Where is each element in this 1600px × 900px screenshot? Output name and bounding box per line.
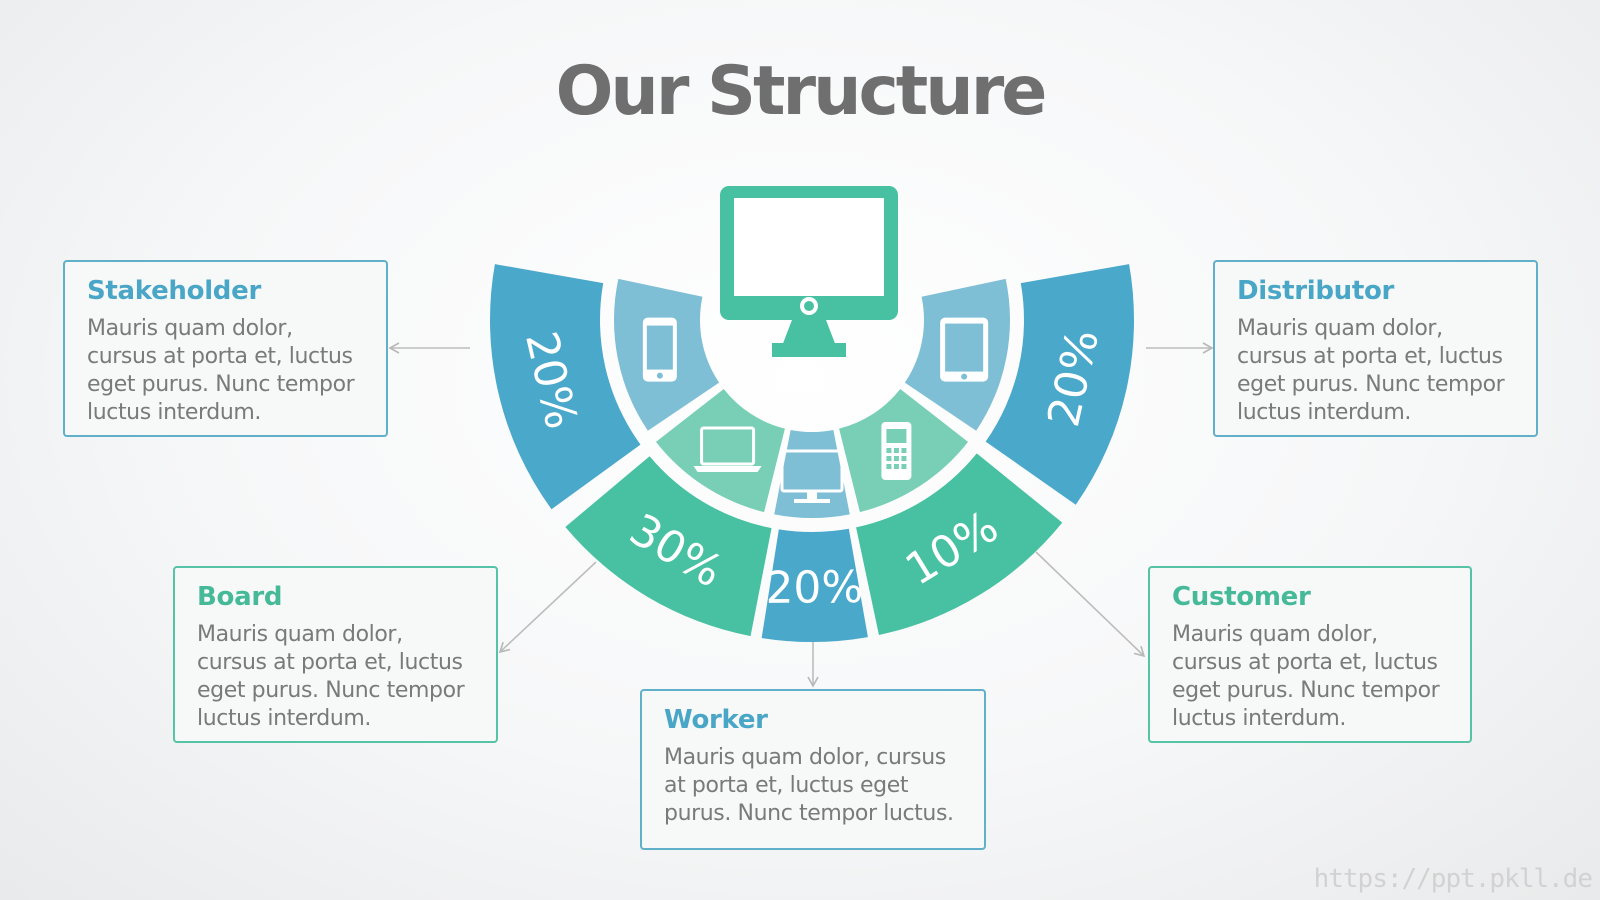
box-title: Stakeholder [87, 276, 261, 306]
page-title: Our Structure [555, 52, 1048, 131]
tablet-icon [940, 317, 989, 382]
desktop-monitor-icon [720, 186, 898, 357]
desktop-icon [780, 449, 844, 503]
box-title: Board [197, 582, 283, 612]
outer-segment-0 [489, 264, 641, 510]
arrow-customer [1035, 551, 1146, 658]
box-text: Mauris quam dolor, cursus at porta et, l… [1172, 622, 1440, 731]
inner-segment-2 [774, 429, 850, 518]
box-text: Mauris quam dolor, cursus at porta et, l… [664, 745, 954, 826]
smartphone-icon [642, 317, 677, 382]
watermark: https://ppt.pkll.de [1313, 864, 1593, 894]
outer-segment-2 [761, 528, 868, 642]
percent-label-2: 20% [765, 562, 863, 614]
stakeholder-box: Stakeholder Mauris quam dolor, cursus at… [63, 260, 388, 437]
connector-arrows [388, 342, 1214, 688]
cellphone-icon [881, 421, 912, 480]
box-title: Customer [1172, 582, 1311, 612]
distributor-box: Distributor Mauris quam dolor, cursus at… [1213, 260, 1538, 437]
outer-segment-1 [565, 456, 772, 637]
box-text: Mauris quam dolor, cursus at porta et, l… [1237, 316, 1505, 425]
outer-segment-3 [856, 453, 1063, 635]
box-text: Mauris quam dolor, cursus at porta et, l… [197, 622, 465, 731]
board-box: Board Mauris quam dolor, cursus at porta… [173, 566, 498, 743]
box-title: Distributor [1237, 276, 1395, 306]
laptop-icon [693, 426, 762, 472]
outer-segment-4 [985, 264, 1135, 505]
device-icons [642, 317, 989, 503]
box-title: Worker [664, 705, 768, 735]
box-text: Mauris quam dolor, cursus at porta et, l… [87, 316, 355, 425]
customer-box: Customer Mauris quam dolor, cursus at po… [1148, 566, 1472, 743]
inner-segment-1 [655, 388, 785, 513]
arrow-board [498, 561, 597, 654]
worker-box: Worker Mauris quam dolor, cursus at port… [640, 689, 986, 850]
outer-ring [489, 264, 1135, 642]
